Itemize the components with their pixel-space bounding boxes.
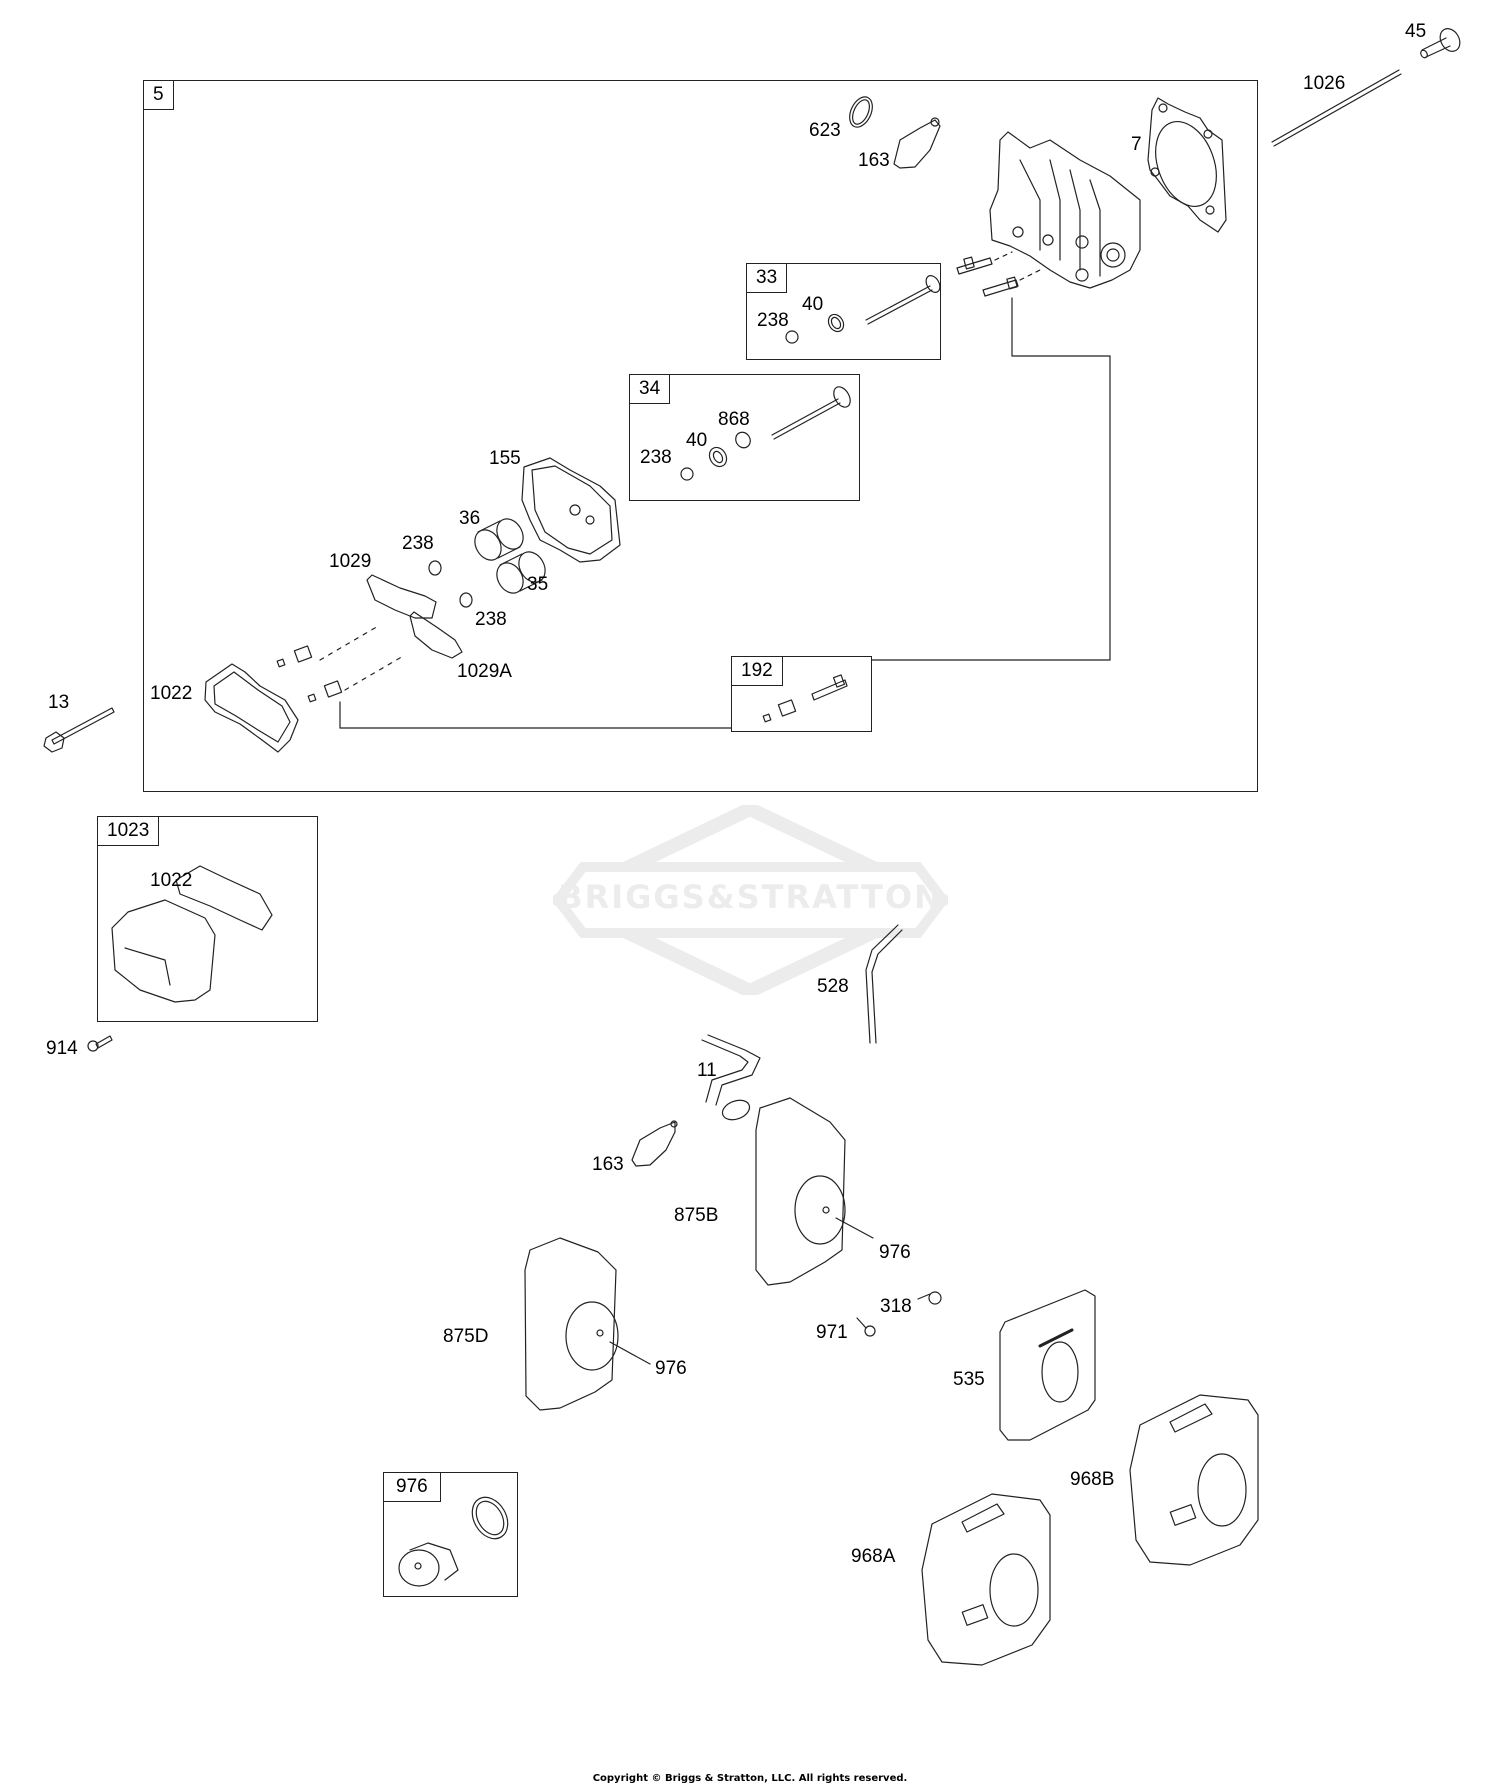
part-535-filter-icon [1000,1290,1095,1440]
callout-163[interactable]: 163 [858,150,890,171]
frame-cylinder-head-assembly: 5 [143,80,1258,792]
callout-623[interactable]: 623 [809,120,841,141]
part-13-bolt-icon [44,708,114,752]
callout-238[interactable]: 238 [402,533,434,554]
callout-971[interactable]: 971 [816,1322,848,1343]
callout-7[interactable]: 7 [1131,134,1142,155]
frame-intake-valve-kit: 33 [746,263,941,360]
frame-ref-976[interactable]: 976 [384,1473,441,1502]
callout-163[interactable]: 163 [592,1154,624,1175]
copyright-notice: Copyright © Briggs & Stratton, LLC. All … [592,1773,908,1784]
callout-11[interactable]: 11 [697,1060,717,1081]
callout-968a[interactable]: 968A [851,1546,896,1567]
callout-968b[interactable]: 968B [1070,1469,1115,1490]
callout-318[interactable]: 318 [880,1296,912,1317]
frame-stud-kit: 192 [731,656,872,732]
callout-535[interactable]: 535 [953,1369,985,1390]
callout-238[interactable]: 238 [757,310,789,331]
part-875d-base-icon [525,1238,650,1410]
callout-1022[interactable]: 1022 [150,870,193,891]
callout-1029[interactable]: 1029 [329,551,372,572]
callout-155[interactable]: 155 [489,448,521,469]
part-968a-cover-icon [922,1494,1050,1665]
frame-valve-cover-kit: 1023 [97,816,318,1022]
callout-976[interactable]: 976 [879,1242,911,1263]
callout-528[interactable]: 528 [817,976,849,997]
part-968b-cover-icon [1130,1395,1258,1565]
callout-914[interactable]: 914 [46,1038,78,1059]
callout-1029a[interactable]: 1029A [457,661,512,682]
callout-45[interactable]: 45 [1405,21,1427,42]
part-163-gasket-icon [632,1122,675,1166]
callout-40[interactable]: 40 [686,430,708,451]
frame-filter-kit: 976 [383,1472,518,1597]
callout-238[interactable]: 238 [640,447,672,468]
callout-868[interactable]: 868 [718,409,750,430]
callout-238[interactable]: 238 [475,609,507,630]
callout-1026[interactable]: 1026 [1303,73,1346,94]
callout-13[interactable]: 13 [48,692,70,713]
frame-exhaust-valve-kit: 34 [629,374,860,501]
watermark-text: BRIGGS&STRATTON [558,878,943,916]
frame-ref-33[interactable]: 33 [747,264,788,293]
callout-875d[interactable]: 875D [443,1326,489,1347]
part-914-bolt-icon [88,1036,112,1051]
frame-ref-5[interactable]: 5 [144,81,174,110]
part-318-bolt-icon [918,1292,941,1304]
callout-875b[interactable]: 875B [674,1205,719,1226]
frame-ref-192[interactable]: 192 [732,657,783,686]
callout-976[interactable]: 976 [655,1358,687,1379]
frame-ref-1023[interactable]: 1023 [98,817,160,846]
callout-1022[interactable]: 1022 [150,683,193,704]
callout-40[interactable]: 40 [802,294,824,315]
callout-36[interactable]: 36 [459,508,481,529]
frame-ref-34[interactable]: 34 [630,375,671,404]
brand-watermark-logo [553,805,948,995]
part-971-bolt-icon [857,1318,875,1336]
callout-35[interactable]: 35 [527,574,549,595]
part-875b-base-icon [756,1098,873,1285]
